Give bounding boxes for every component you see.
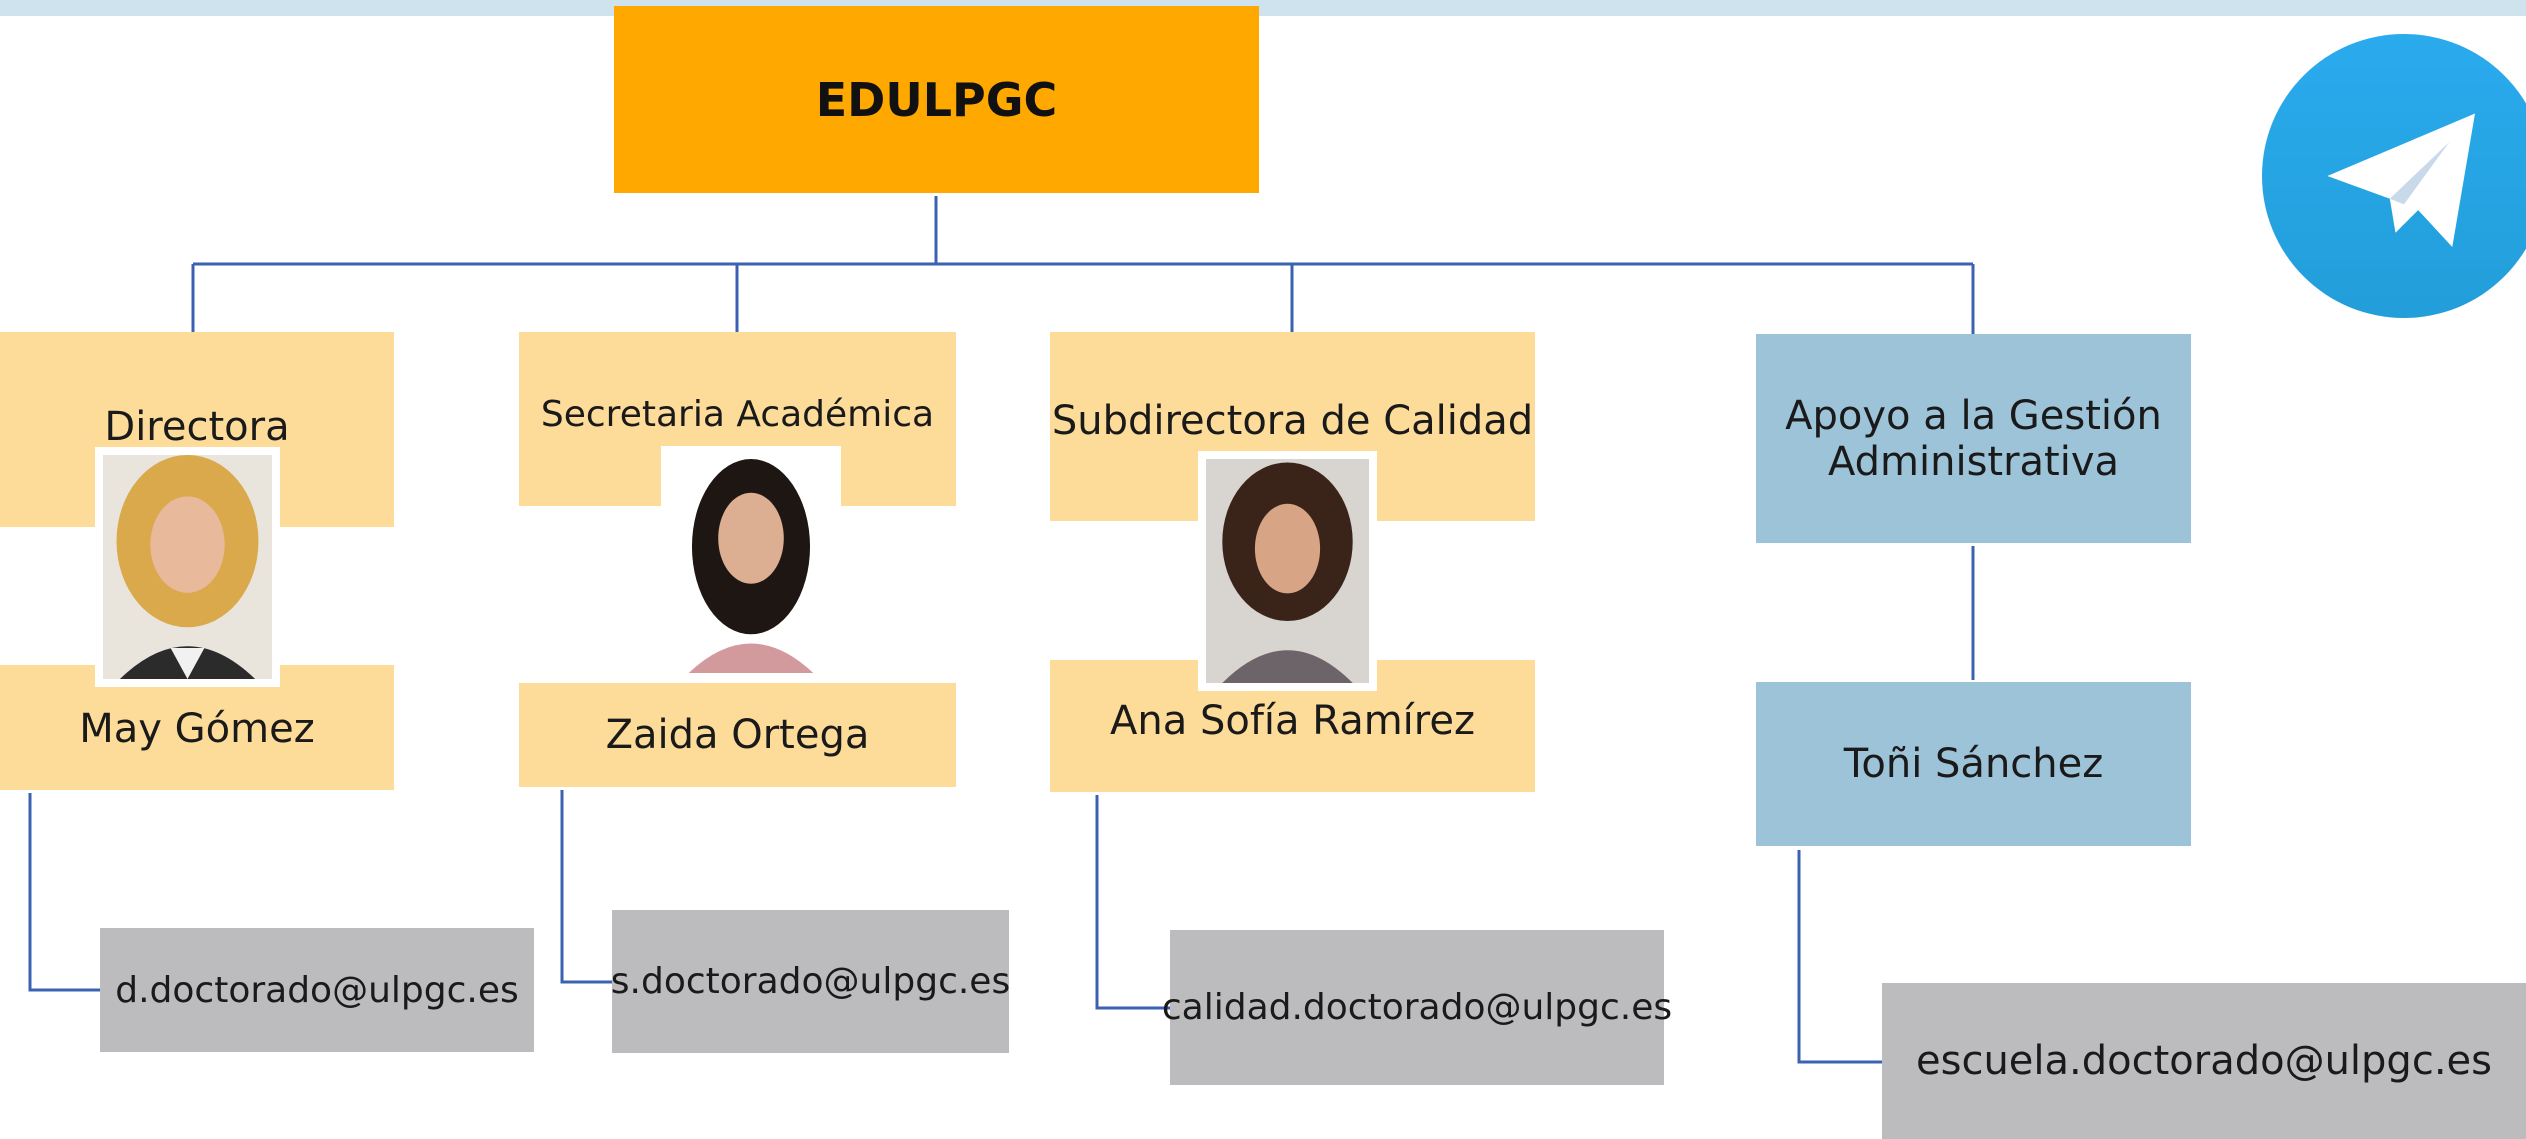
connector-email-1 [28,793,100,992]
photo-secretaria [661,446,841,681]
email-link[interactable]: s.doctorado@ulpgc.es [610,961,1011,1002]
role-box-subdirectora: Subdirectora de Calidad [1050,332,1535,521]
role-label: Directora [104,404,290,450]
role-label: Apoyo a la Gestión Administrativa [1785,392,2162,485]
connector-email-3 [1095,795,1170,1010]
email-link[interactable]: calidad.doctorado@ulpgc.es [1161,987,1673,1028]
connector-email-4 [1797,850,1882,1064]
email-link[interactable]: d.doctorado@ulpgc.es [115,969,519,1011]
member-name: Zaida Ortega [605,712,870,758]
role-box-apoyo: Apoyo a la Gestión Administrativa [1756,334,2191,543]
email-box-secretaria[interactable]: s.doctorado@ulpgc.es [610,910,1011,1053]
root-node: EDULPGC [614,6,1259,193]
name-box-directora: May Gómez [0,665,394,790]
photo-directora [95,447,280,687]
root-title: EDULPGC [815,72,1058,127]
email-box-subdirectora[interactable]: calidad.doctorado@ulpgc.es [1162,930,1672,1085]
role-label: Subdirectora de Calidad [1051,398,1534,444]
telegram-icon[interactable] [2262,34,2526,318]
member-name: May Gómez [79,706,315,752]
member-name: Toñi Sánchez [1843,741,2104,787]
member-name: Ana Sofía Ramírez [1110,698,1475,744]
email-link[interactable]: escuela.doctorado@ulpgc.es [1916,1038,2492,1084]
role-label: Secretaria Académica [540,394,935,435]
connector-email-2 [560,790,612,984]
name-box-apoyo: Toñi Sánchez [1756,682,2191,846]
email-box-apoyo[interactable]: escuela.doctorado@ulpgc.es [1882,983,2526,1139]
email-box-directora[interactable]: d.doctorado@ulpgc.es [100,928,534,1052]
name-box-secretaria: Zaida Ortega [519,683,956,787]
photo-subdirectora [1198,451,1377,691]
